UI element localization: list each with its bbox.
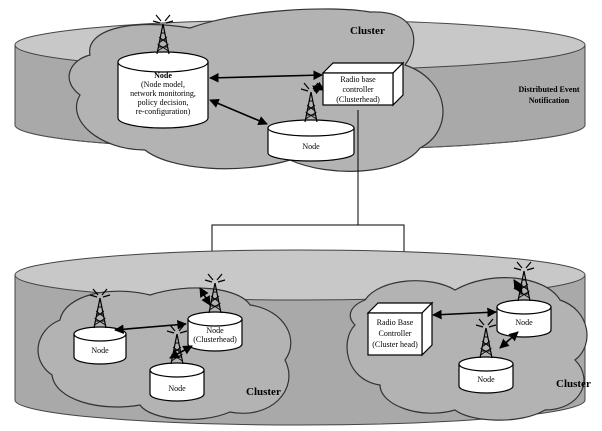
left-node-b-label: Node	[168, 384, 186, 393]
arrow-right-node-a-to-antenna	[513, 279, 523, 294]
event-notification-label-line1: Distributed Event	[518, 85, 579, 94]
arrow-main-to-controller	[209, 70, 323, 83]
event-notification-label-line2: Notification	[529, 96, 570, 105]
main-node-line3: policy decision,	[138, 98, 189, 107]
right-controller-box: Radio Base Controller (Cluster head)	[366, 301, 434, 357]
right-node-b-label: Node	[477, 375, 495, 384]
left-clusterhead-node: Node (Clusterhead)	[187, 273, 243, 352]
arrow-right-controller-to-node-a	[432, 307, 497, 320]
main-node-line2: network monitoring,	[130, 89, 196, 98]
main-node-line1: (Node model,	[141, 80, 185, 89]
arrow-left-head-to-node-a	[114, 319, 187, 335]
upper-controller-line2: controller	[342, 85, 373, 94]
arrow-left-head-to-antenna	[199, 287, 211, 306]
right-lower-cluster-label: Cluster	[556, 378, 591, 390]
upper-controller-line3: (Clusterhead)	[336, 95, 380, 104]
main-node-title: Node	[154, 71, 172, 80]
arrow-left-head-to-node-b	[169, 345, 193, 359]
right-controller-line1: Radio Base	[377, 318, 414, 327]
left-node-b: Node	[149, 324, 205, 402]
arrow-controller-to-antenna	[312, 81, 324, 95]
arrow-main-to-small-node	[209, 98, 268, 126]
main-node-line4: re-configuration)	[136, 107, 191, 116]
right-node-a-label: Node	[515, 318, 533, 327]
upper-controller-box: Radio base controller (Clusterhead)	[321, 61, 405, 107]
left-lower-cluster-label: Cluster	[246, 386, 281, 398]
main-node: Node (Node model, network monitoring, po…	[117, 14, 209, 129]
right-node-b: Node	[458, 318, 514, 394]
right-node-a: Node	[496, 261, 552, 338]
upper-small-node: Node	[267, 82, 355, 162]
left-clusterhead-line2: (Clusterhead)	[193, 335, 237, 344]
arrow-right-node-a-to-node-b	[499, 331, 519, 349]
right-controller-line3: (Cluster head)	[372, 340, 418, 349]
left-clusterhead-line1: Node	[206, 326, 224, 335]
right-controller-line2: Controller	[379, 329, 412, 338]
upper-cluster-label: Cluster	[350, 25, 385, 37]
upper-small-node-label: Node	[302, 142, 320, 151]
left-node-a-label: Node	[91, 346, 109, 355]
upper-controller-line1: Radio base	[340, 75, 376, 84]
